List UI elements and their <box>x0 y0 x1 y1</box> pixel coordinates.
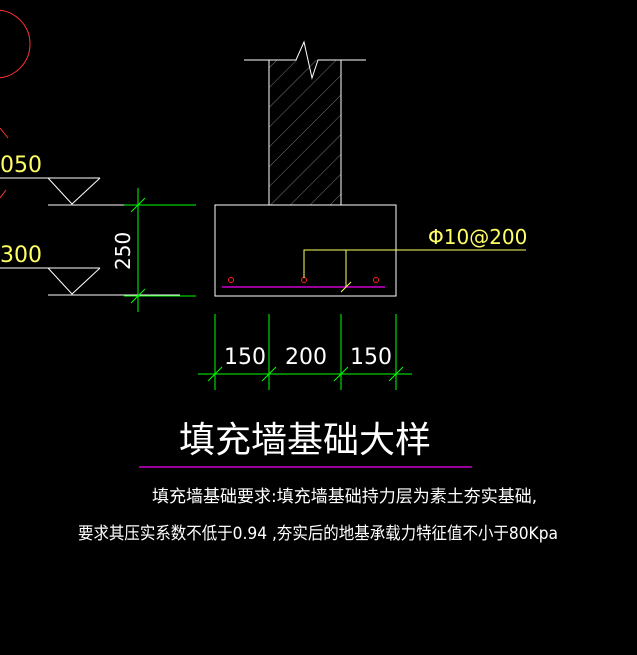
height-dimension-text: 250 <box>111 232 135 270</box>
elevation-marker-lower: 300 <box>0 243 180 296</box>
width-dimension-3: 150 <box>350 345 392 370</box>
height-dimension: 250 <box>111 188 196 312</box>
marker-leader-2 <box>0 189 7 199</box>
section-marker-circle <box>0 9 31 79</box>
rebar-dot-right <box>373 277 379 283</box>
rebar-dot-left <box>228 277 234 283</box>
rebar-dot-center <box>301 277 307 283</box>
note-line-1: 填充墙基础要求:填充墙基础持力层为素土夯实基础, <box>152 487 537 507</box>
infill-wall <box>244 40 366 205</box>
width-dimension-2: 200 <box>285 345 327 370</box>
width-dimensions: 150 200 150 <box>198 314 412 390</box>
note-line-2: 要求其压实系数不低于0.94 ,夯实后的地基承载力特征值不小于80Kpa <box>78 524 558 544</box>
rebar-label: Φ10@200 <box>428 225 527 249</box>
width-dimension-1: 150 <box>224 345 266 370</box>
elevation-text-lower: 300 <box>0 243 42 268</box>
rebar-annotation: Φ10@200 <box>303 225 527 293</box>
break-line <box>244 40 366 80</box>
elevation-marker-upper: 050 <box>0 153 180 206</box>
marker-leader <box>0 127 9 139</box>
drawing-title: 填充墙基础大样 <box>179 420 431 461</box>
elevation-text-upper: 050 <box>0 153 42 178</box>
